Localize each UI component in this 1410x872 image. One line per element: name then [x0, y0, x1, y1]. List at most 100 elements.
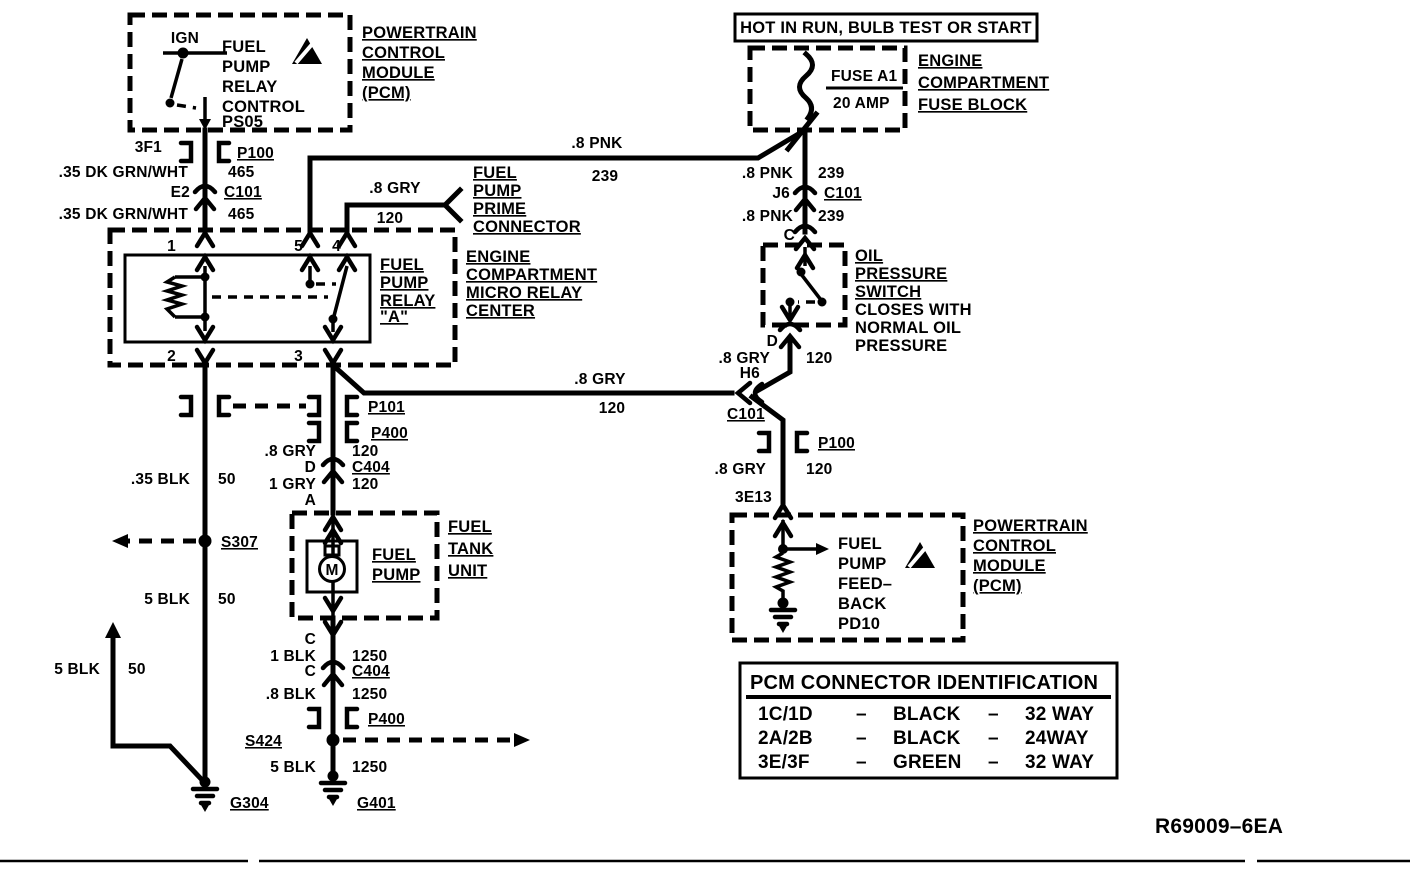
motor-letter: M: [325, 562, 338, 579]
pcm-name-label: CONTROL: [362, 44, 445, 62]
relay-center-label: CENTER: [466, 302, 535, 320]
table-cell: 32 WAY: [1025, 752, 1094, 773]
relay-center-label: MICRO RELAY: [466, 284, 582, 302]
fuse-name: FUSE A1: [831, 68, 897, 85]
hot-in-run-banner: HOT IN RUN, BULB TEST OR START: [733, 12, 1039, 43]
wire-circuit-label: 120: [806, 461, 832, 478]
diagram-reference: R69009–6EA: [1155, 815, 1283, 838]
wire-circuit-label: 1250: [352, 759, 387, 776]
pin-label: C: [305, 663, 316, 680]
continuation-arrow-icon: [514, 733, 530, 747]
connector-label: P400: [368, 711, 405, 728]
ops-desc-label: CLOSES WITH: [855, 301, 972, 319]
tank-unit-label: FUEL: [448, 518, 492, 536]
wire-circuit-label: 465: [228, 164, 255, 181]
terminal-icon: [339, 233, 355, 246]
prime-label: FUEL: [473, 164, 517, 182]
table-cell: 2A/2B: [758, 728, 813, 749]
wire-color-label: 5 BLK: [54, 661, 100, 678]
left-ground-chain: .35 BLK 50 S307 5 BLK 50 5 BLK 50 G304: [54, 362, 269, 812]
wire-circuit-label: 120: [599, 400, 625, 417]
wire-color-label: 1 BLK: [270, 648, 316, 665]
pin-label: 3E13: [735, 489, 772, 506]
pcm-function-label: FUEL: [222, 38, 266, 56]
branch-arrow-icon: [105, 622, 121, 638]
wire-color-label: .8 GRY: [719, 350, 771, 367]
wire-circuit-label: 239: [818, 165, 845, 182]
table-cell: BLACK: [893, 704, 961, 725]
fuel-pump-label: FUEL: [372, 546, 416, 564]
ops-name-label: PRESSURE: [855, 265, 947, 283]
wire-circuit-label: 120: [806, 350, 832, 367]
fuse-symbol: [797, 50, 815, 122]
ground-icon: [321, 771, 345, 807]
pin-label: A: [305, 492, 316, 509]
wire-circuit-label: 50: [218, 471, 236, 488]
switch-blade: [169, 58, 184, 99]
fuel-pump-branch: P101 P400 .8 GRY 120 D C404 1 GRY 120 A: [181, 362, 408, 516]
relay-coil: [160, 266, 210, 331]
right-wire-chain: .8 PNK 239 J6 C101 .8 PNK 239 C: [742, 127, 862, 249]
table-cell: BLACK: [893, 728, 961, 749]
wire-color-label: .8 PNK: [571, 135, 623, 152]
engine-compartment-fuse-block: FUSE A1 20 AMP ENGINE COMPARTMENT FUSE B…: [747, 45, 1049, 153]
mid-gry-wire: .8 GRY 120: [331, 363, 735, 417]
ground-label: G401: [357, 795, 396, 812]
pcm-name-label: CONTROL: [973, 537, 1056, 555]
ops-name-label: SWITCH: [855, 283, 921, 301]
prime-label: CONNECTOR: [473, 218, 581, 236]
pin-label: 3F1: [135, 139, 162, 156]
engine-compartment-micro-relay-center: 1 5 4 2 3: [107, 227, 597, 368]
pnk-feed-wire: .8 PNK 239: [307, 129, 804, 235]
connector-label: C404: [352, 663, 390, 680]
pin-label: J6: [772, 185, 790, 202]
splice-dot: [198, 534, 212, 548]
table-cell: 32 WAY: [1025, 704, 1094, 725]
wire-color-label: 5 BLK: [270, 759, 316, 776]
relay-pin-4: 4: [332, 238, 341, 255]
relay-pin-1: 1: [167, 238, 176, 255]
splice-label: S307: [221, 534, 258, 551]
gry-junction-chain: D .8 GRY 120 H6 C101 P100 .8 GRY 120 3E1…: [715, 333, 855, 518]
table-cell: GREEN: [893, 752, 962, 773]
wire-color-label: .35 DK GRN/WHT: [59, 164, 189, 181]
connector-label: P100: [237, 145, 274, 162]
wire-circuit-label: 50: [128, 661, 146, 678]
wire-circuit-label: 50: [218, 591, 236, 608]
ops-name-label: OIL: [855, 247, 883, 265]
ground-label: G304: [230, 795, 269, 812]
relay-switch: [212, 265, 349, 332]
relay-center-label: ENGINE: [466, 248, 530, 266]
wire-color-label: .8 PNK: [742, 165, 794, 182]
pcm-name-label: POWERTRAIN: [973, 517, 1088, 535]
fuel-pump-label: PUMP: [372, 566, 420, 584]
connector-label: C101: [224, 184, 262, 201]
left-wire-chain: 3F1 P100 .35 DK GRN/WHT 465 E2 C101 .35 …: [59, 127, 274, 235]
pcm-function-label: PS05: [222, 113, 263, 131]
connector-label: P400: [371, 425, 408, 442]
table-cell: –: [988, 704, 999, 725]
wire-circuit-label: 1250: [352, 686, 387, 703]
wire-color-label: .8 GRY: [369, 180, 421, 197]
arrow-down-icon: [199, 119, 211, 130]
table-cell: 3E/3F: [758, 752, 810, 773]
pcm-bottom-module: FUEL PUMP FEED– BACK PD10 POWERTRAIN CON…: [729, 512, 1088, 643]
pin-label: C: [784, 227, 795, 244]
arrow-right-icon: [816, 543, 829, 555]
connector-label: C404: [352, 459, 390, 476]
table-cell: 1C/1D: [758, 704, 813, 725]
pcm-function-label: BACK: [838, 595, 886, 613]
prime-label: PRIME: [473, 200, 526, 218]
relay-pin-5: 5: [294, 238, 303, 255]
pin-label-ign: IGN: [171, 30, 199, 47]
fuel-pump-prime-connector: .8 GRY 120 FUEL PUMP PRIME CONNECTOR: [344, 164, 581, 236]
fuse-block-label: FUSE BLOCK: [918, 96, 1027, 114]
pcm-function-label: PUMP: [222, 58, 270, 76]
ops-desc-label: NORMAL OIL: [855, 319, 961, 337]
tank-unit-label: TANK: [448, 540, 493, 558]
oil-pressure-switch: OIL PRESSURE SWITCH CLOSES WITH NORMAL O…: [760, 242, 972, 355]
pcm-name-label: MODULE: [362, 64, 435, 82]
pcm-function-label: FUEL: [838, 535, 882, 553]
table-cell: –: [988, 752, 999, 773]
